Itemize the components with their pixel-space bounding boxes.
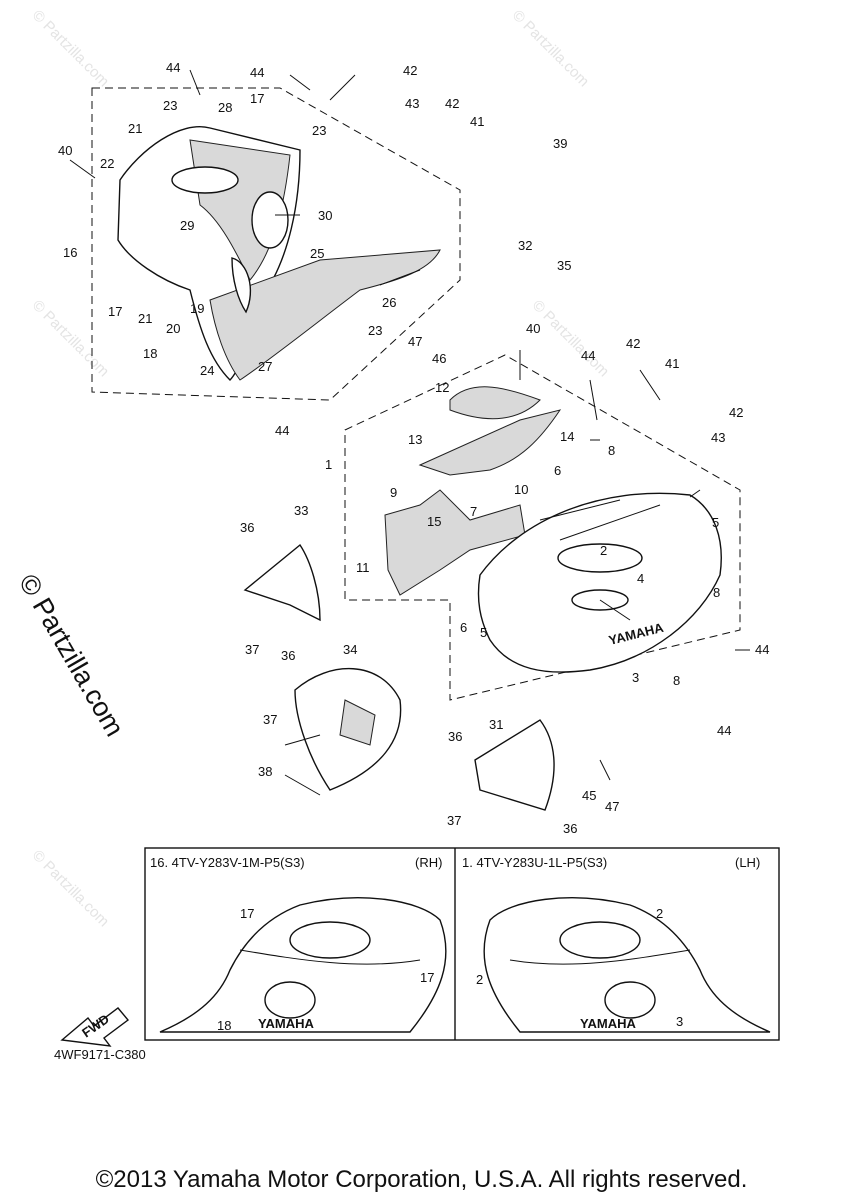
- inset-rh-title: 16. 4TV-Y283V-1M-P5(S3): [150, 855, 305, 870]
- callout: 38: [258, 764, 272, 779]
- callout: 32: [518, 238, 532, 253]
- callout: 29: [180, 218, 194, 233]
- callout: 13: [408, 432, 422, 447]
- callout: 14: [560, 429, 574, 444]
- callout: 44: [717, 723, 731, 738]
- callout: 26: [382, 295, 396, 310]
- inset-lh-title: 1. 4TV-Y283U-1L-P5(S3): [462, 855, 608, 870]
- callout: 8: [608, 443, 615, 458]
- copyright-text: ©2013 Yamaha Motor Corporation, U.S.A. A…: [95, 1166, 748, 1193]
- callout: 40: [58, 143, 72, 158]
- callout: 36: [240, 520, 254, 535]
- callout: 44: [581, 348, 595, 363]
- callout: 36: [281, 648, 295, 663]
- callout: 7: [470, 504, 477, 519]
- callout: 19: [190, 301, 204, 316]
- callout: 33: [294, 503, 308, 518]
- inset-lh-callout: 2: [476, 972, 483, 987]
- inset-rh-callout: 18: [217, 1018, 231, 1033]
- inset-lh-drawing: YAMAHA: [483, 897, 771, 1033]
- callout: 17: [108, 304, 122, 319]
- callout: 16: [63, 245, 77, 260]
- callout: 41: [470, 114, 484, 129]
- callout: 43: [405, 96, 419, 111]
- callout: 34: [343, 642, 357, 657]
- inset-lh-callout: 3: [676, 1014, 683, 1029]
- rh-cowling-part: [117, 126, 441, 381]
- callout: 21: [128, 121, 142, 136]
- inset-rh-drawing: YAMAHA: [159, 897, 447, 1033]
- callout: 27: [258, 359, 272, 374]
- inset-rh-callout: 17: [240, 906, 254, 921]
- callout: 20: [166, 321, 180, 336]
- callout: 36: [448, 729, 462, 744]
- callout: 40: [526, 321, 540, 336]
- callout: 22: [100, 156, 114, 171]
- callout: 5: [712, 515, 719, 530]
- callout: 11: [356, 560, 370, 575]
- callout: 23: [312, 123, 326, 138]
- callout: 35: [557, 258, 571, 273]
- callout: 46: [432, 351, 446, 366]
- inset-brand-rh: YAMAHA: [258, 1016, 314, 1031]
- callout: 37: [245, 642, 259, 657]
- inset-lh-callout: 2: [656, 906, 663, 921]
- callout: 47: [408, 334, 422, 349]
- callout: 9: [390, 485, 397, 500]
- callout: 21: [138, 311, 152, 326]
- callout: 43: [711, 430, 725, 445]
- diagram-code: 4WF9171-C380: [54, 1047, 146, 1062]
- callout: 42: [445, 96, 459, 111]
- callout: 1: [325, 457, 332, 472]
- callout: 36: [563, 821, 577, 836]
- callout: 18: [143, 346, 157, 361]
- callout: 12: [435, 380, 449, 395]
- callout: 3: [632, 670, 639, 685]
- lh-cowling-part: YAMAHA: [384, 386, 722, 673]
- callout: 17: [250, 91, 264, 106]
- callout: 23: [163, 98, 177, 113]
- callout: 47: [605, 799, 619, 814]
- callout: 44: [755, 642, 769, 657]
- inset-lh-side: (LH): [735, 855, 761, 870]
- callout: 31: [489, 717, 503, 732]
- callout: 5: [480, 625, 487, 640]
- callout: 23: [368, 323, 382, 338]
- callout: 44: [275, 423, 289, 438]
- callout: 44: [166, 60, 180, 75]
- callout: 6: [554, 463, 561, 478]
- callout: 2: [600, 543, 607, 558]
- callout: 44: [250, 65, 264, 80]
- callout: 4: [637, 571, 644, 586]
- callout: 24: [200, 363, 214, 378]
- upper-assembly-boundary: [91, 87, 461, 401]
- inset-rh-callout: 17: [420, 970, 434, 985]
- callout: 8: [673, 673, 680, 688]
- callout: 30: [318, 208, 332, 223]
- callout: 15: [427, 514, 441, 529]
- inset-brand-lh: YAMAHA: [580, 1016, 636, 1031]
- side-brackets: [243, 543, 555, 811]
- callout: 10: [514, 482, 528, 497]
- callout: 41: [665, 356, 679, 371]
- callout: 42: [403, 63, 417, 78]
- callout: 6: [460, 620, 467, 635]
- callout-labels: 44 44 42 23 43 28 17 42 23 41 21 39 40 2…: [58, 60, 769, 836]
- callout: 45: [582, 788, 596, 803]
- fwd-arrow-icon: FWD: [60, 1007, 130, 1047]
- callout: 39: [553, 136, 567, 151]
- lower-assembly-boundary: [344, 354, 741, 701]
- leader-lines: [69, 69, 750, 796]
- callout: 37: [263, 712, 277, 727]
- callout: 28: [218, 100, 232, 115]
- callout: 37: [447, 813, 461, 828]
- callout: 42: [729, 405, 743, 420]
- callout: 25: [310, 246, 324, 261]
- callout: 8: [713, 585, 720, 600]
- inset-rh-side: (RH): [415, 855, 443, 870]
- callout: 42: [626, 336, 640, 351]
